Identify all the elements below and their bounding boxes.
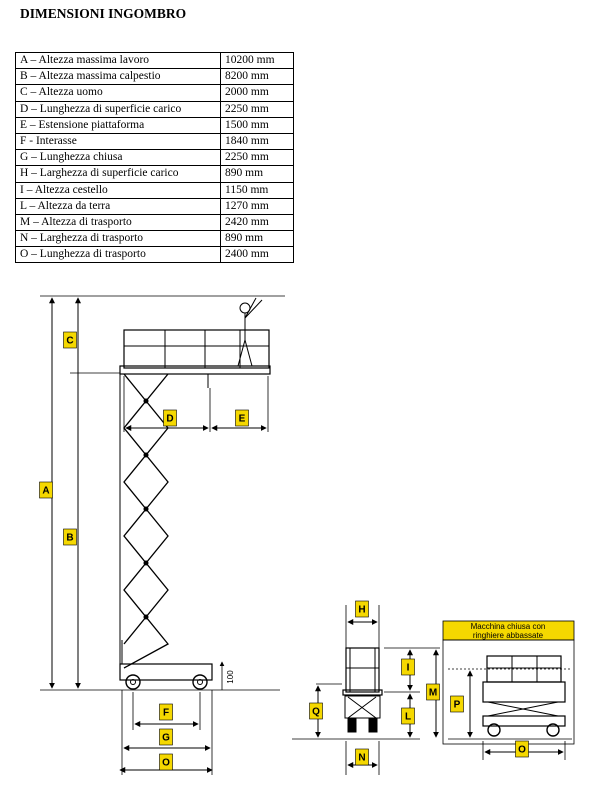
dimension-tag-q: Q (309, 702, 323, 720)
dimension-letter: E (239, 414, 246, 425)
ground-clearance-label: 100 (226, 670, 235, 684)
dimension-letter: M (429, 688, 437, 699)
dimension-value: 890 mm (220, 230, 294, 248)
dimension-letter: P (454, 700, 461, 711)
dimension-label: E – Estensione piattaforma (15, 116, 221, 134)
dimension-tag-b: B (63, 528, 77, 546)
dimension-tags: C A B D E F G O H I L M Q N P O (39, 331, 529, 771)
dimension-tag-c: C (63, 331, 77, 349)
dimension-tag-h: H (355, 600, 369, 618)
dimension-letter: A (42, 486, 49, 497)
dimension-value: 2250 mm (220, 100, 294, 118)
front-view (292, 605, 440, 775)
dimension-tag-f: F (159, 703, 173, 721)
dimension-value: 1500 mm (220, 116, 294, 134)
dimension-value: 10200 mm (220, 51, 294, 70)
dimension-tag-l: L (401, 707, 415, 725)
dimension-letter: C (66, 336, 73, 347)
dimension-tag-g: G (159, 728, 173, 746)
dimension-letter: F (163, 708, 169, 719)
dimension-letter: L (405, 712, 411, 723)
dimension-letter: O (518, 745, 526, 756)
dimension-tag-a: A (39, 481, 53, 499)
dimension-tag-e: E (235, 409, 249, 427)
dimension-letter: N (358, 753, 365, 764)
dimension-value: 1270 mm (220, 197, 294, 215)
dimension-letter: I (407, 663, 410, 674)
dimension-tag-m: M (426, 683, 440, 701)
dimension-label: O – Lunghezza di trasporto (15, 246, 221, 264)
dimension-tag-i: I (401, 658, 415, 676)
dimension-letter: O (162, 758, 170, 769)
dimension-tag-n: N (355, 748, 369, 766)
page-title: DIMENSIONI INGOMBRO (20, 6, 187, 21)
dimension-value: 2000 mm (220, 84, 294, 102)
dimension-tag-o: O (159, 753, 173, 771)
closed-note-line1: Macchina chiusa con (471, 622, 546, 631)
closed-note-line2: ringhiere abbassate (473, 631, 544, 640)
dimension-tag-p: P (450, 695, 464, 713)
dimension-tag-d: D (163, 409, 177, 427)
dimension-letter: Q (312, 707, 320, 718)
dimension-label: M – Altezza di trasporto (15, 213, 221, 232)
dimension-letter: G (162, 733, 170, 744)
dimension-value: 2400 mm (220, 246, 294, 264)
dimension-label: H – Larghezza di superficie carico (15, 165, 221, 183)
dimension-letter: D (166, 414, 173, 425)
dimension-letter: B (66, 533, 73, 544)
dimension-label: N – Larghezza di trasporto (15, 230, 221, 248)
dimension-letter: H (358, 605, 365, 616)
extended-lift-side-view (40, 295, 285, 775)
closed-machine-view: Macchina chiusa con ringhiere abbassate (442, 620, 575, 760)
dimension-tag-o2: O (515, 740, 529, 758)
